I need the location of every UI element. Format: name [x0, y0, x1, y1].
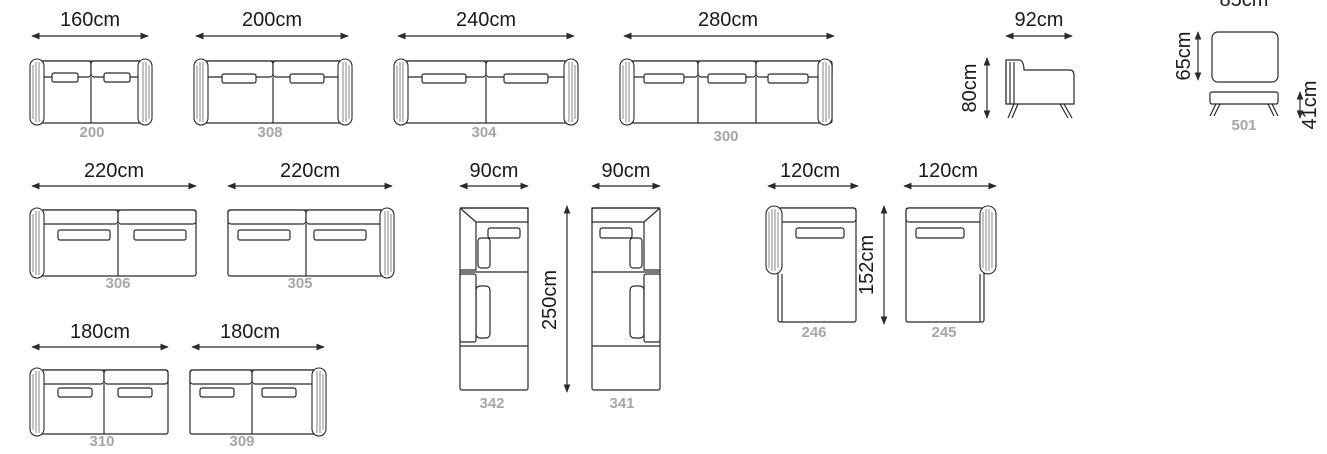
- width-label: 200cm: [242, 9, 302, 31]
- sofa-200: 160cm 200: [29, 9, 153, 141]
- width-label: 120cm: [918, 160, 978, 182]
- sofa-308: 200cm 308: [193, 9, 353, 141]
- length-152: 152cm: [856, 205, 888, 325]
- corner-342: 90cm 342: [459, 160, 529, 412]
- sofa-300: 280cm 300: [619, 9, 835, 145]
- model-code: 305: [287, 275, 312, 292]
- length-label: 152cm: [856, 235, 878, 295]
- model-code: 245: [931, 324, 956, 341]
- width-label: 220cm: [280, 160, 340, 182]
- corner-drawing: [459, 207, 529, 391]
- width-label: 120cm: [780, 160, 840, 182]
- width-label: 240cm: [456, 9, 516, 31]
- chaise-246: 120cm 246: [765, 160, 859, 341]
- sofa-309: 180cm 309: [189, 321, 327, 450]
- model-code: 342: [479, 395, 504, 412]
- side-view-drawing: [1005, 59, 1075, 119]
- sofa-drawing: [29, 367, 169, 437]
- sofa-304: 240cm 304: [393, 9, 579, 141]
- length-label: 250cm: [539, 270, 561, 330]
- sofa-310: 180cm 310: [29, 321, 169, 450]
- chaise-245: 120cm 245: [903, 160, 997, 341]
- corner-drawing: [591, 207, 661, 391]
- model-code: 501: [1231, 117, 1256, 134]
- width-label: 90cm: [602, 160, 651, 182]
- model-code: 309: [229, 433, 254, 450]
- model-code: 306: [105, 275, 130, 292]
- ottoman-501: 85cm 65cm 41cm 501: [1173, 0, 1321, 134]
- corner-341: 90cm 341: [591, 160, 661, 412]
- model-code: 300: [713, 128, 738, 145]
- side-width-label: 92cm: [1015, 9, 1064, 31]
- sofa-drawing: [619, 58, 833, 126]
- sofa-305: 220cm 305: [227, 160, 395, 292]
- ottoman-depth-label: 65cm: [1173, 32, 1195, 81]
- width-label: 280cm: [698, 9, 758, 31]
- model-code: 308: [257, 124, 282, 141]
- side-height-label: 80cm: [959, 64, 981, 113]
- model-code: 246: [801, 324, 826, 341]
- ottoman-height-label: 41cm: [1299, 81, 1321, 130]
- sofa-side-view: 92cm 80cm: [959, 9, 1075, 119]
- sofa-drawing: [29, 207, 197, 279]
- sofa-drawing: [393, 58, 579, 126]
- sofa-drawing: [29, 58, 153, 126]
- sofa-drawing: [227, 207, 395, 279]
- width-label: 160cm: [60, 9, 120, 31]
- width-label: 180cm: [70, 321, 130, 343]
- model-code: 200: [79, 124, 104, 141]
- model-code: 310: [89, 433, 114, 450]
- ottoman-width-label: 85cm: [1220, 0, 1269, 11]
- ottoman-side-view: [1209, 91, 1279, 117]
- width-label: 220cm: [84, 160, 144, 182]
- sofa-drawing: [189, 367, 327, 437]
- width-label: 90cm: [470, 160, 519, 182]
- model-code: 304: [471, 124, 497, 141]
- sofa-306: 220cm 306: [29, 160, 197, 292]
- width-label: 180cm: [220, 321, 280, 343]
- model-code: 341: [609, 395, 634, 412]
- chaise-drawing: [765, 205, 857, 323]
- sofa-drawing: [193, 58, 353, 126]
- length-250: 250cm: [539, 205, 571, 393]
- chaise-drawing: [905, 205, 997, 323]
- ottoman-top-view: [1211, 31, 1279, 83]
